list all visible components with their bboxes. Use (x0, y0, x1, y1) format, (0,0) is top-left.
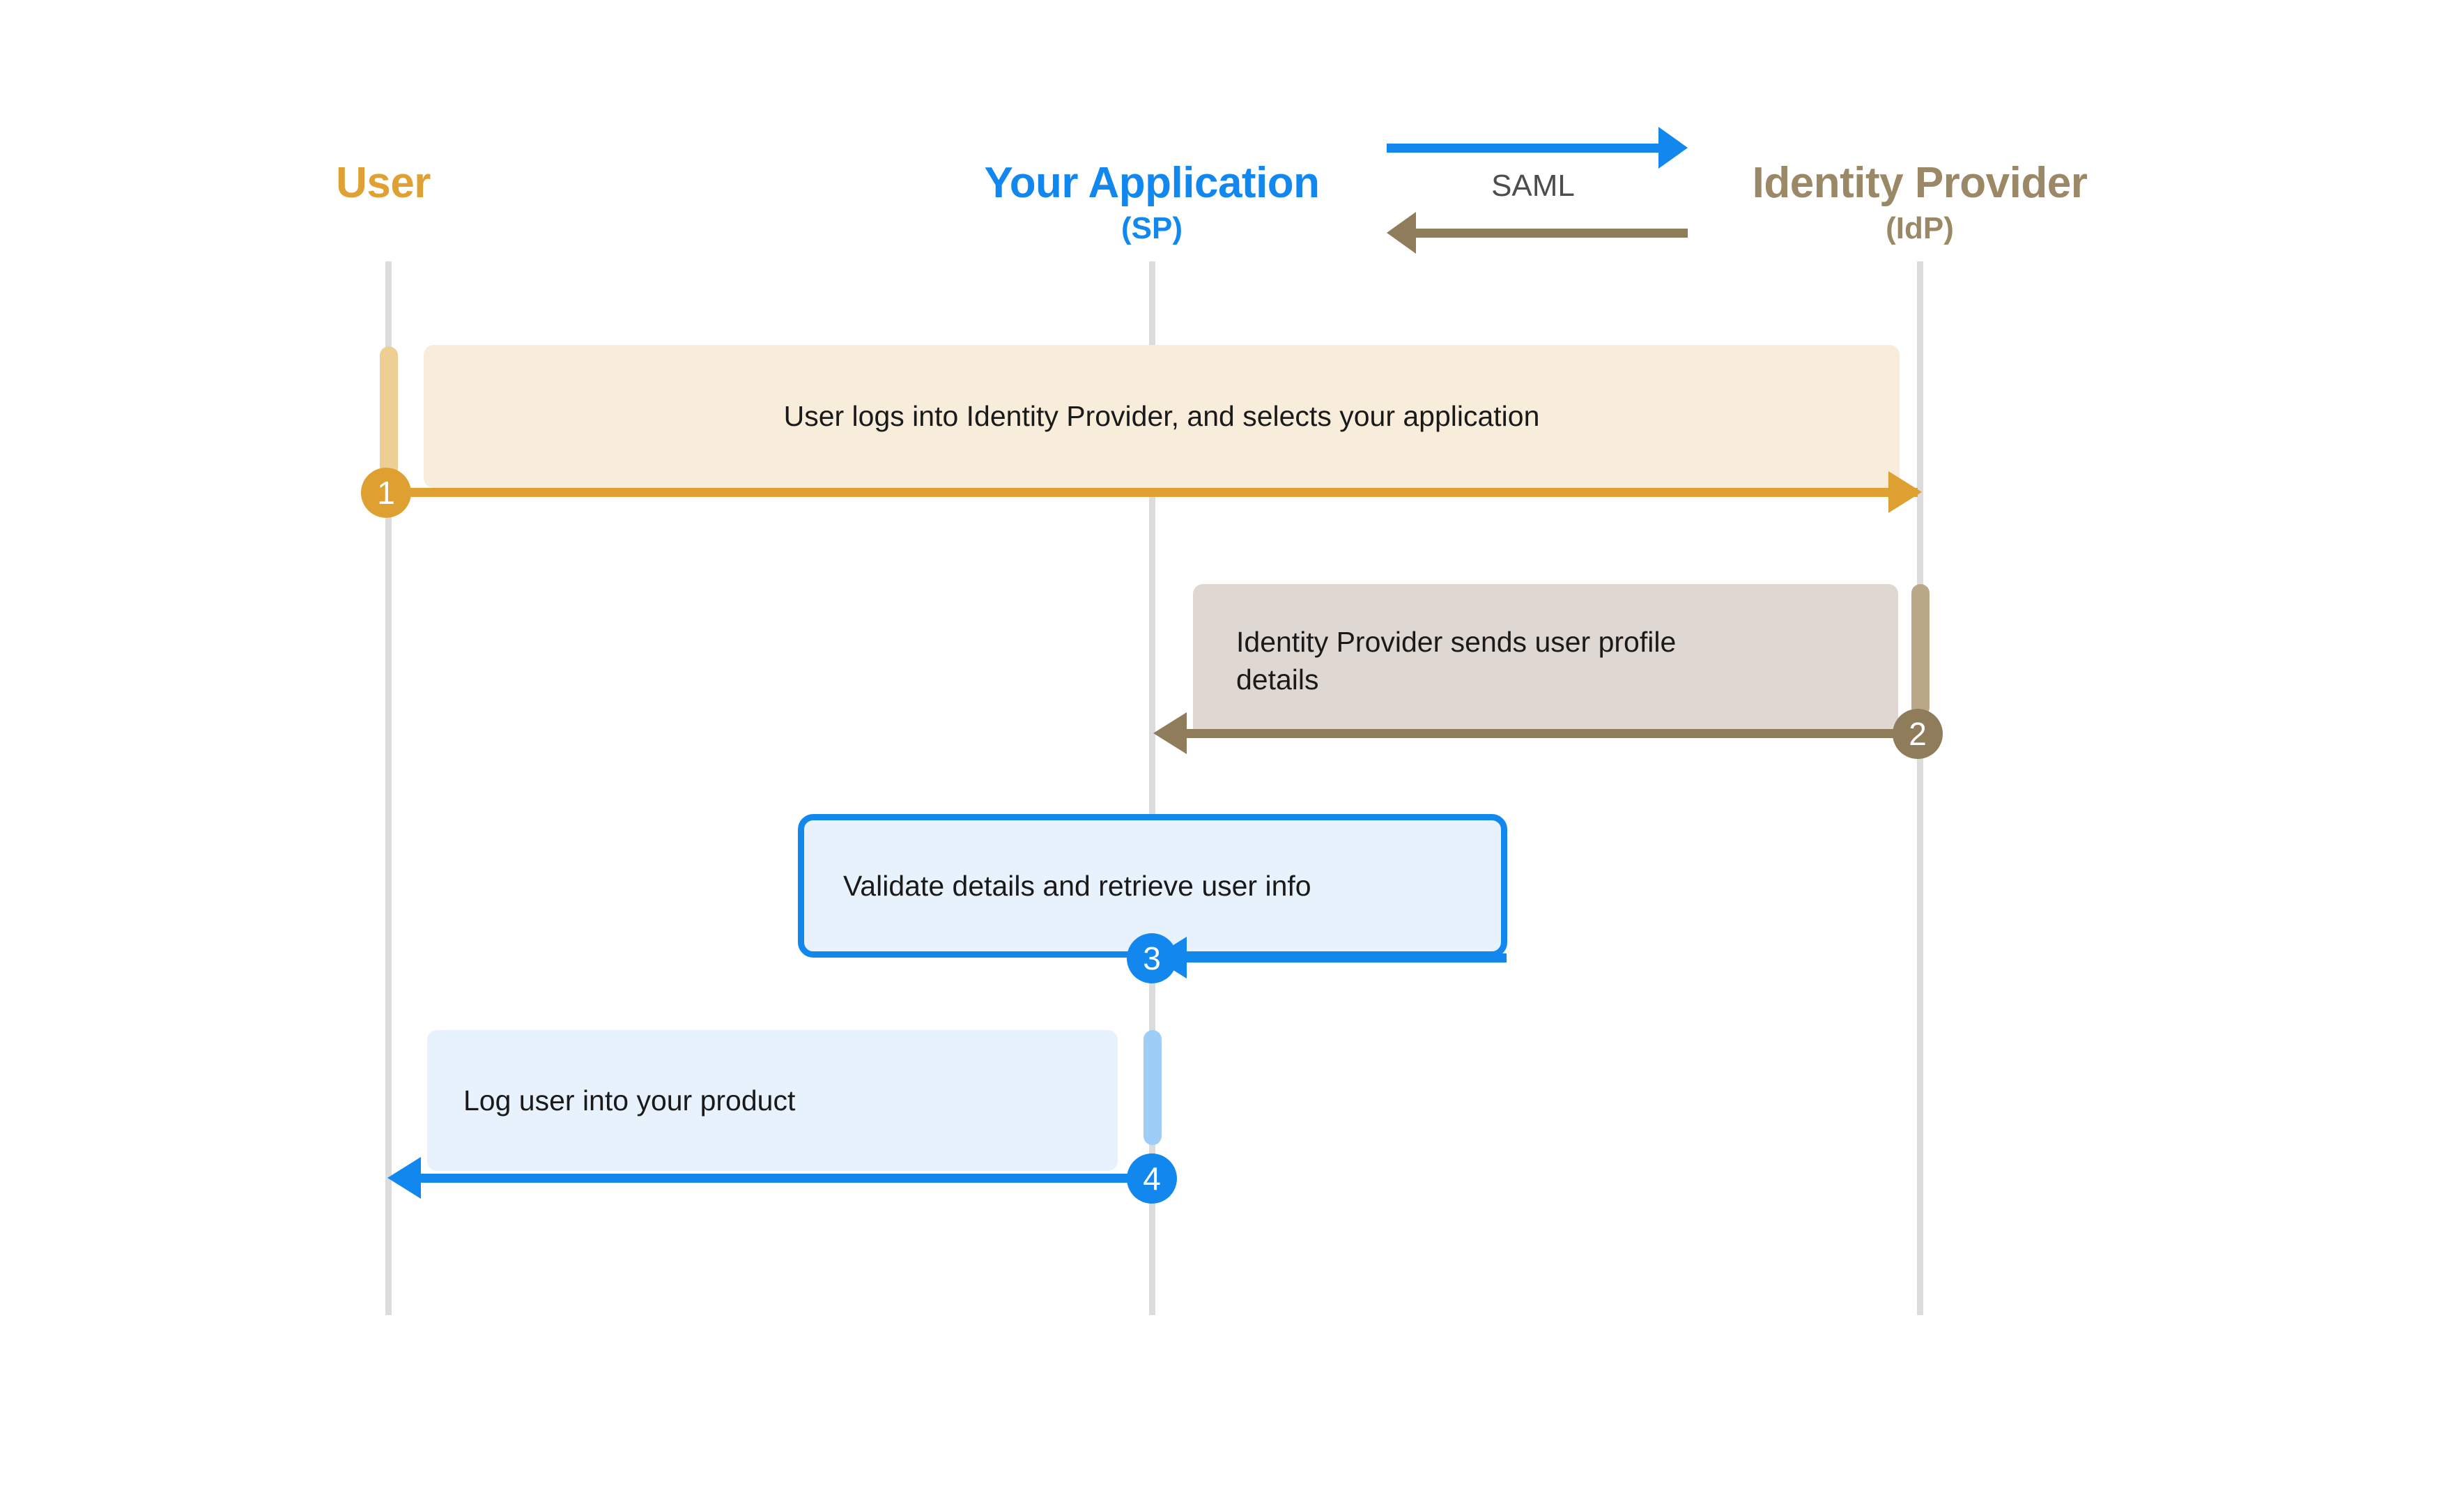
actor-title-your-application: Your Application (984, 159, 1320, 207)
message-arrow-head-step1-icon (1888, 471, 1922, 513)
message-arrow-head-step4-icon (387, 1157, 421, 1199)
step-badge-2[interactable]: 2 (1893, 709, 1943, 759)
self-loop-line-step3 (1185, 953, 1507, 962)
actor-title-identity-provider: Identity Provider (1752, 159, 2088, 207)
step-badge-1[interactable]: 1 (361, 468, 411, 518)
actor-subtitle-sp: (SP) (1121, 211, 1183, 246)
message-arrow-line-step1 (390, 488, 1918, 497)
message-text-step2: Identity Provider sends user profile det… (1236, 625, 1677, 696)
activation-bar-sp-step4 (1144, 1030, 1162, 1145)
step-badge-4[interactable]: 4 (1127, 1153, 1177, 1204)
actor-header-user: User (244, 160, 523, 206)
legend-arrow-right-head-icon (1658, 127, 1688, 169)
message-arrow-line-step4 (418, 1174, 1148, 1183)
legend-arrow-right-line (1387, 144, 1658, 153)
actor-header-your-application: Your Application (SP) (943, 160, 1361, 245)
message-band-step4: Log user into your product (427, 1030, 1118, 1171)
message-arrow-line-step2 (1185, 729, 1916, 738)
message-arrow-head-step2-icon (1153, 712, 1187, 754)
legend-arrow-left-line (1416, 229, 1688, 238)
actor-title-user: User (336, 159, 431, 207)
message-text-step4: Log user into your product (463, 1084, 796, 1117)
message-band-step2: Identity Provider sends user profile det… (1193, 584, 1898, 737)
activation-bar-idp-step2 (1911, 584, 1930, 716)
activation-bar-user-step1 (380, 346, 398, 486)
actor-subtitle-idp: (IdP) (1886, 211, 1954, 246)
message-band-step1: User logs into Identity Provider, and se… (424, 345, 1900, 488)
lifeline-user (385, 261, 392, 1315)
lifeline-identity-provider (1917, 261, 1923, 1315)
legend-label-saml: SAML (1491, 169, 1575, 203)
legend-arrow-left-head-icon (1387, 212, 1416, 254)
lifeline-your-application (1149, 261, 1155, 1315)
message-text-step3: Validate details and retrieve user info (843, 869, 1311, 902)
step-badge-3[interactable]: 3 (1127, 933, 1177, 983)
message-text-step1: User logs into Identity Provider, and se… (783, 400, 1540, 433)
actor-header-identity-provider: Identity Provider (IdP) (1711, 160, 2129, 245)
